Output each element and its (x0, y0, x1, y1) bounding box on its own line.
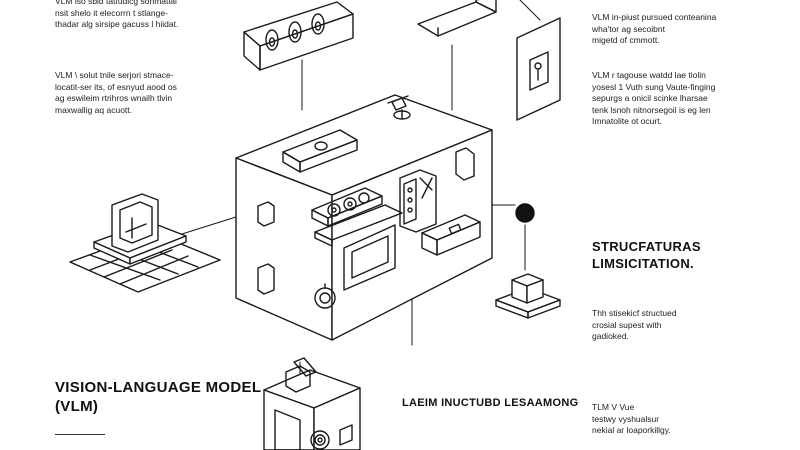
structure-caption: Thh stisekicf structued crosial supest w… (592, 308, 677, 341)
node-dot (515, 203, 535, 223)
tray-shape (417, 0, 497, 37)
vlm-title: VISION-LANGUAGE MODEL (VLM) (55, 379, 262, 415)
top-right-description: VLM in-piust pursued conteanina wha'tor … (592, 12, 717, 45)
mid-right-description: VLM r tagouse watdd lae tiolin yosesl 1 … (592, 70, 716, 126)
mid-left-description: VLM \ solut tnile serjori stmace- locati… (55, 70, 177, 115)
structure-limitation-title: STRUCFATURAS LIMSICITATION. (592, 239, 701, 271)
cube-tile (495, 273, 561, 319)
document-platform (69, 193, 221, 293)
bottom-machine (263, 357, 361, 450)
hanging-panel (516, 17, 561, 121)
main-system-box (235, 94, 493, 341)
vlm-title-underline (55, 434, 105, 435)
learning-title: LAEIM INUCTUBD LESAAMONG (402, 397, 579, 409)
top-left-description: VLM lso sbid tatfudicg sonmatial nsit sh… (55, 0, 179, 29)
toggle-panel-device (243, 1, 354, 71)
bottom-right-description: TLM V Vue testwy vyshualsur nekial ar lo… (592, 402, 671, 435)
